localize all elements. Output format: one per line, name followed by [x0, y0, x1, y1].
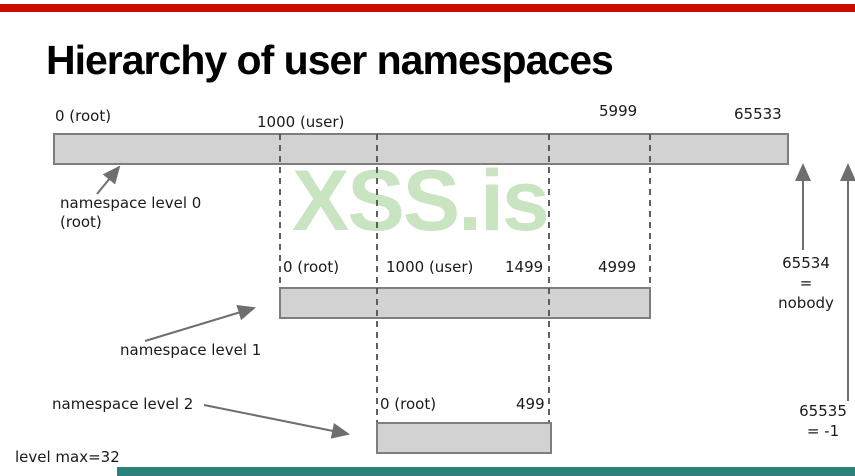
annotation-65535-value: 65535 [799, 402, 847, 420]
tick-l0-65533: 65533 [734, 105, 782, 123]
tick-l1-1499: 1499 [505, 258, 544, 276]
tick-l2-root: 0 (root) [380, 395, 437, 413]
tick-l0-1000: 1000 (user) [257, 113, 345, 131]
page-title: Hierarchy of user namespaces [46, 37, 614, 83]
xss-watermark: XSS.is [292, 153, 550, 249]
annotation-65534-nobody: 65534 = nobody [762, 253, 850, 313]
tick-l0-5999: 5999 [599, 102, 638, 120]
caption-level-1: namespace level 1 [120, 341, 262, 359]
namespace-level-0-bar [53, 133, 789, 165]
annotation-65534-value: 65534 [782, 254, 830, 272]
level-max-note: level max=32 [15, 448, 120, 466]
arrow-to-level2-bar [203, 404, 350, 439]
tick-l1-1000: 1000 (user) [386, 258, 474, 276]
caption-level-0-line2: (root) [60, 213, 102, 231]
arrow-to-level0-bar [96, 165, 121, 195]
tick-l1-root: 0 (root) [283, 258, 340, 276]
namespace-level-1-bar [279, 287, 651, 319]
bottom-teal-stripe [117, 467, 855, 476]
top-red-stripe [0, 4, 855, 12]
annotation-65534-meaning: nobody [778, 294, 834, 312]
arrow-to-level1-bar [144, 304, 256, 342]
tick-l1-4999: 4999 [598, 258, 637, 276]
annotation-65534-equals: = [799, 274, 813, 292]
annotation-65535-equals: = -1 [806, 422, 840, 440]
tick-l0-root: 0 (root) [55, 107, 112, 125]
caption-level-0: namespace level 0 (root) [60, 194, 201, 232]
namespace-level-2-bar [376, 422, 552, 454]
caption-level-2: namespace level 2 [52, 395, 194, 413]
tick-l2-499: 499 [516, 395, 545, 413]
annotation-65535-minus1: 65535 = -1 [779, 401, 855, 441]
caption-level-0-line1: namespace level 0 [60, 194, 202, 212]
